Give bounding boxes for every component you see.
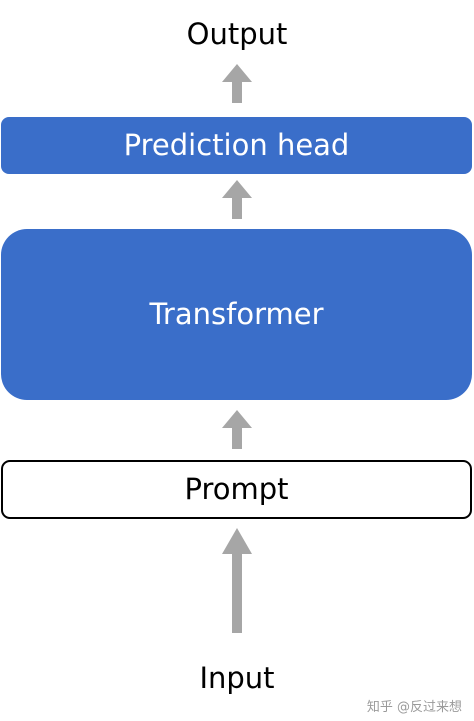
output-label: Output	[186, 17, 288, 51]
prediction-head-block: Prediction head	[1, 117, 472, 174]
watermark: 知乎 @反过来想	[366, 700, 462, 715]
arrow-up-icon	[222, 64, 252, 103]
input-label: Input	[199, 661, 275, 695]
arrow-up-icon	[222, 180, 252, 219]
arrow-up-icon	[222, 528, 252, 633]
prompt-block: Prompt	[1, 460, 472, 519]
arrow-up-icon	[222, 410, 252, 449]
transformer-block: Transformer	[1, 229, 472, 400]
